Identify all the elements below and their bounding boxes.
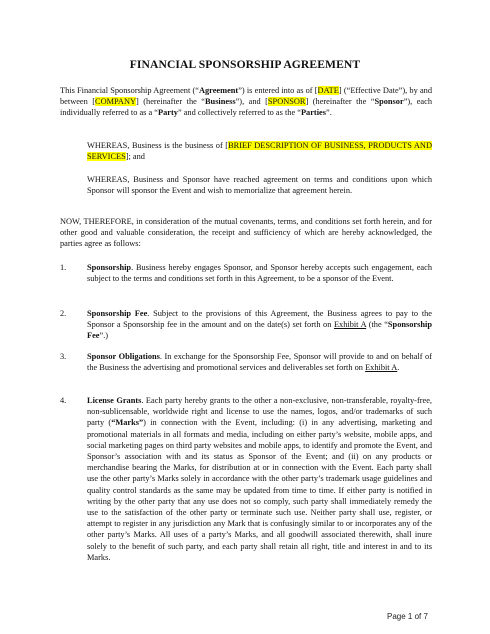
- section-sponsorship-fee: Sponsorship Fee. Subject to the provisio…: [87, 308, 432, 342]
- section-number: 3.: [60, 352, 67, 361]
- section-heading: License Grants: [87, 396, 142, 405]
- whereas-paragraph-1: WHEREAS, Business is the business of [BR…: [87, 140, 432, 162]
- section-number: 2.: [60, 309, 67, 318]
- exhibit-a-reference: Exhibit A: [365, 363, 398, 373]
- section-license-grants: License Grants. Each party hereby grants…: [87, 395, 432, 563]
- section-heading: Sponsorship Fee: [87, 309, 148, 318]
- section-body: .: [397, 363, 400, 373]
- term-sponsor: Sponsor: [374, 97, 404, 107]
- intro-text: ] (hereinafter the “: [305, 97, 375, 107]
- placeholder-company: COMPANY: [95, 97, 137, 107]
- section-body: . Subject to the provisions of this Agre…: [87, 309, 433, 330]
- intro-text: ] (“Effective Date”), by and between [: [60, 86, 432, 107]
- intro-text: ” and collectively referred to as the “: [177, 108, 301, 118]
- section-heading: Sponsor Obligations: [87, 352, 160, 361]
- term-party: Party: [158, 108, 178, 118]
- section-sponsor-obligations: Sponsor Obligations. In exchange for the…: [87, 351, 432, 373]
- intro-text: ”), each individually referred to as a “: [60, 97, 432, 118]
- section-body: ”.): [99, 331, 109, 341]
- term-parties: Parties: [300, 108, 326, 118]
- document-title: FINANCIAL SPONSORSHIP AGREEMENT: [129, 58, 361, 71]
- section-number: 4.: [60, 396, 67, 405]
- term-marks: “Marks”: [111, 418, 144, 428]
- placeholder-date: DATE: [317, 86, 339, 95]
- section-body: . Business hereby engages Sponsor, and S…: [87, 263, 432, 284]
- page-number-footer: Page 1 of 7: [387, 612, 428, 621]
- section-heading: Sponsorship: [87, 263, 132, 272]
- whereas-text: WHEREAS, Business is the business of [: [87, 141, 229, 150]
- section-body: (the “: [366, 320, 388, 330]
- section-body: ) in connection with the Event, includin…: [87, 418, 432, 562]
- intro-text: ”) is entered into as of [: [238, 86, 318, 95]
- section-body: . In exchange for the Sponsorship Fee, S…: [87, 352, 432, 373]
- section-number: 1.: [60, 263, 67, 272]
- whereas-paragraph-2: WHEREAS, Business and Sponsor have reach…: [87, 175, 432, 196]
- section-sponsorship: Sponsorship. Business hereby engages Spo…: [87, 262, 432, 284]
- term-sponsorship-fee: Sponsorship Fee: [87, 320, 432, 341]
- term-agreement: Agreement: [198, 86, 239, 95]
- now-therefore-paragraph: NOW, THEREFORE, in consideration of the …: [60, 217, 432, 249]
- intro-text: ”), and [: [235, 97, 268, 107]
- section-body: . Each party hereby grants to the other …: [87, 396, 432, 428]
- term-business: Business: [204, 97, 236, 107]
- intro-paragraph: This Financial Sponsorship Agreement (“A…: [60, 85, 432, 119]
- intro-text: ] (hereinafter the “: [136, 97, 205, 107]
- intro-text: ”.: [325, 108, 332, 118]
- intro-text: This Financial Sponsorship Agreement (“: [60, 86, 199, 95]
- whereas-text: ]; and: [125, 152, 145, 162]
- exhibit-a-reference: Exhibit A: [333, 320, 367, 330]
- placeholder-sponsor: SPONSOR: [267, 97, 306, 107]
